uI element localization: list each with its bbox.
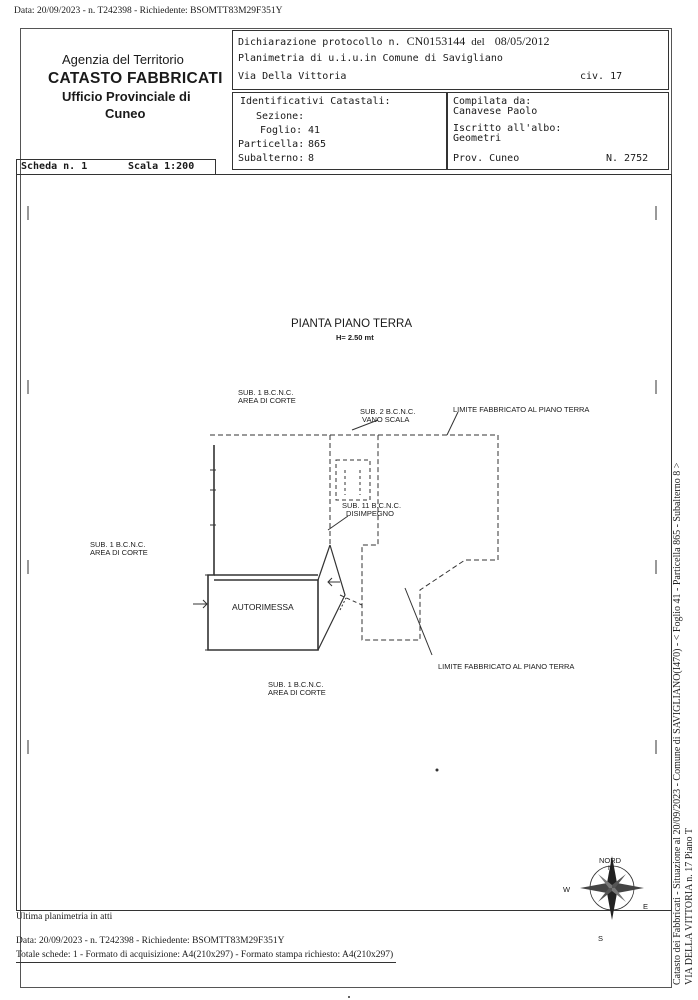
label-sub1-bottom: SUB. 1 B.C.N.C.AREA DI CORTE: [268, 680, 326, 697]
label-autorimessa: AUTORIMESSA: [232, 602, 294, 612]
ids-box: [232, 92, 448, 170]
sub11-leader: [327, 515, 349, 531]
albo-value: Geometri: [453, 133, 502, 144]
plan-height: H= 2.50 mt: [336, 333, 374, 342]
label-sub11: SUB. 11 B.C.N.C.DISIMPEGNO: [342, 501, 402, 518]
footer-request-stamp: Data: 20/09/2023 - n. T242398 - Richiede…: [16, 936, 285, 946]
side-catasto-line2: VIA DELLA VITTORIA n. 17 Piano T: [684, 828, 695, 985]
compass-nord-label: NORD: [599, 856, 622, 865]
plan-title: PIANTA PIANO TERRA: [291, 318, 412, 330]
protocol-label: Dichiarazione protocollo n.: [238, 37, 401, 48]
ultima-planimetria: Ultima planimetria in atti: [16, 912, 113, 922]
register-number: N. 2752: [606, 153, 649, 164]
subalterno-value: 8: [308, 153, 315, 164]
civic-number: civ. 17: [580, 71, 623, 82]
particella-value: 865: [308, 139, 327, 150]
compass-n: N: [608, 866, 613, 872]
label-limite-bottom: LIMITE FABBRICATO AL PIANO TERRA: [438, 662, 575, 671]
foglio-label: Foglio:: [260, 125, 303, 136]
subalterno-label: Subalterno:: [238, 153, 305, 164]
ids-title: Identificativi Catastali:: [240, 96, 391, 107]
compiler-box: [446, 92, 669, 170]
scala-label: Scala 1:200: [128, 161, 195, 172]
foglio-value: 41: [308, 125, 321, 136]
compiler-title: Compilata da:: [453, 96, 532, 107]
footer-rule: [16, 962, 396, 963]
building-limit-outline: [210, 434, 499, 641]
agency-name: Agenzia del Territorio: [62, 52, 184, 67]
compiler-name: Canavese Paolo: [453, 106, 538, 117]
protocol-box: [232, 30, 669, 90]
entry-arrow-left: [193, 599, 208, 609]
autorimessa-walls: [207, 445, 319, 651]
limite-top-leader: [446, 411, 459, 436]
scheda-label: Scheda n. 1: [21, 161, 88, 172]
address: Via Della Vittoria: [238, 71, 347, 82]
prov-label: Prov. Cuneo: [453, 153, 520, 164]
protocol-line: Dichiarazione protocollo n. CN0153144 de…: [238, 34, 549, 49]
compass-e: E: [643, 902, 649, 911]
particella-label: Particella:: [238, 139, 305, 150]
label-sub1-top: SUB. 1 B.C.N.C.AREA DI CORTE: [238, 388, 296, 405]
limite-bottom-leader: [404, 587, 433, 656]
label-sub2: SUB. 2 B.C.N.C.VANO SCALA: [360, 407, 416, 424]
protocol-number: CN0153144: [406, 34, 466, 48]
drawing-frame: [16, 174, 672, 911]
plan-line: Planimetria di u.i.u.in Comune di Savigl…: [238, 53, 503, 64]
protocol-date: 08/05/2012: [494, 34, 550, 48]
office-line2: Cuneo: [105, 106, 146, 121]
footer-totale-schede: Totale schede: 1 - Formato di acquisizio…: [16, 950, 394, 960]
albo-label: Iscritto all'albo:: [453, 123, 562, 134]
sezione-label: Sezione:: [256, 111, 305, 122]
compass-s: S: [598, 934, 604, 943]
compass-w: W: [563, 885, 571, 894]
registration-marks: [27, 206, 657, 754]
sub2-leader: [351, 419, 379, 431]
top-request-stamp: Data: 20/09/2023 - n. T242398 - Richiede…: [14, 6, 283, 16]
compass-rose: [580, 856, 644, 920]
protocol-date-label: del: [471, 36, 485, 48]
label-sub1-left: SUB. 1 B.C.N.C.AREA DI CORTE: [90, 540, 148, 557]
label-limite-top: LIMITE FABBRICATO AL PIANO TERRA: [453, 405, 590, 414]
side-catasto-line1: Catasto dei Fabbricati - Situazione al 2…: [672, 462, 683, 985]
agency-dept: CATASTO FABBRICATI: [48, 70, 223, 87]
office-line1: Ufficio Provinciale di: [62, 89, 191, 104]
entry-arrow-mid: [327, 577, 340, 587]
